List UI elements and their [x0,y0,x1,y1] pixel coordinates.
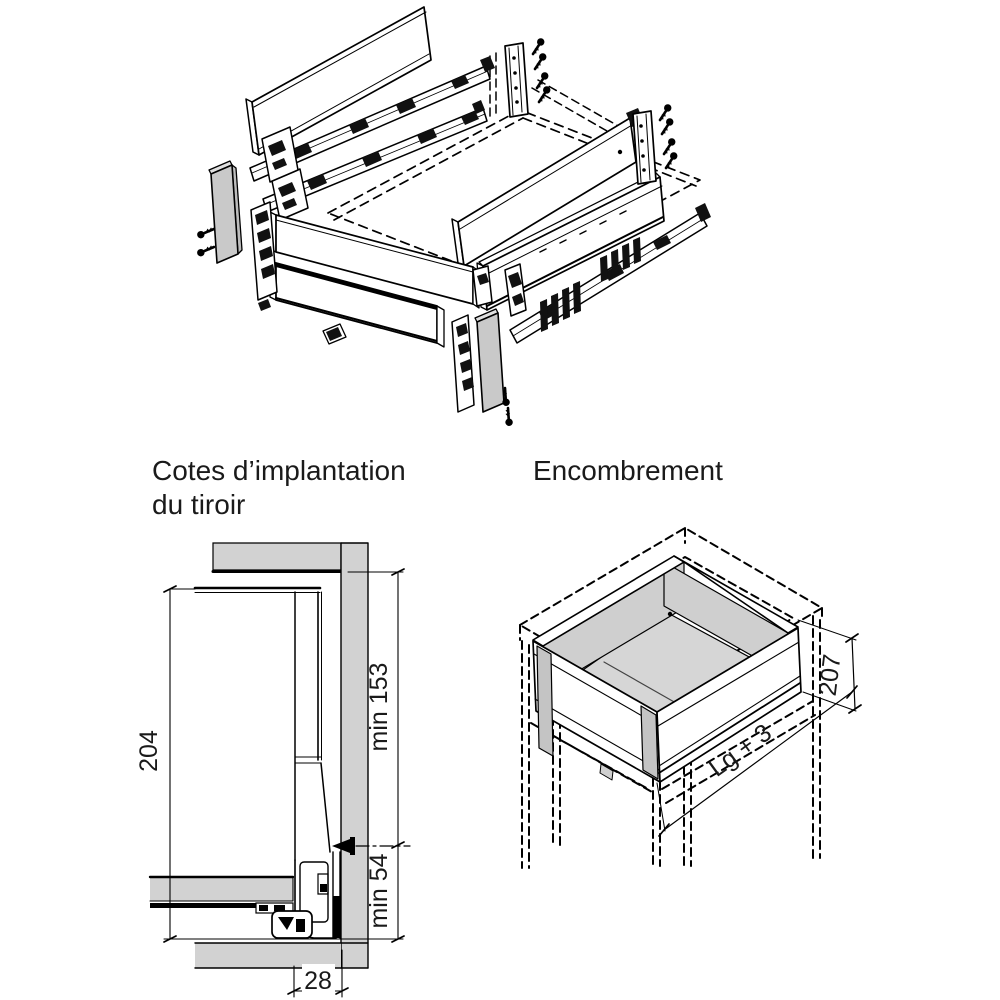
cabinet-top-panel [212,542,342,571]
dim-label-207: 207 [814,653,847,698]
drawer-profile-section [294,591,331,861]
cabinet-bottom-panel [195,943,341,968]
dimension-204 [163,585,404,943]
drawer-bottom-panel [150,877,293,901]
drawer-rail-right [509,203,711,344]
front-bracket-right [451,314,475,413]
assembly-guide-dashes [489,52,621,136]
drawer-isometric [532,555,802,783]
screws-rear-left [526,36,555,104]
encombrement-drawing [519,527,862,869]
drawer-rail-middle [262,100,488,221]
dimension-lg3 [656,685,858,837]
corner-cap-front-left [640,705,659,780]
fixing-screw [332,837,355,855]
screws-rear-right [653,102,682,170]
dimension-min153-min54 [347,568,405,943]
implantation-title-line1: Cotes d’implantation [152,455,406,486]
implantation-title-line2: du tiroir [152,489,245,520]
left-side-panel [245,6,432,156]
screws-cap-left [196,225,216,259]
dim-label-min153: min 153 [365,663,393,752]
drawer-rail-left [249,56,495,183]
dim-label-min54: min 54 [365,853,393,928]
front-connector-right [472,263,527,317]
encombrement-title: Encombrement [533,455,723,486]
bottom-clip [322,323,347,345]
front-panel-section [341,543,368,968]
dim-label-28: 28 [304,967,332,995]
front-bracket-left [250,201,278,311]
cover-cap-left [208,160,243,264]
implantation-drawing [148,542,411,998]
runner-section [150,902,313,939]
corner-cap-back-left [536,645,554,757]
right-side-panel [451,108,644,267]
dimension-207 [797,619,862,714]
cover-cap-right [474,308,505,413]
dim-label-204: 204 [135,730,163,772]
rear-bracket-left [504,42,529,118]
rear-bracket-right [632,110,657,185]
exploded-view-drawing [196,6,711,428]
outer-face-front [656,627,802,783]
